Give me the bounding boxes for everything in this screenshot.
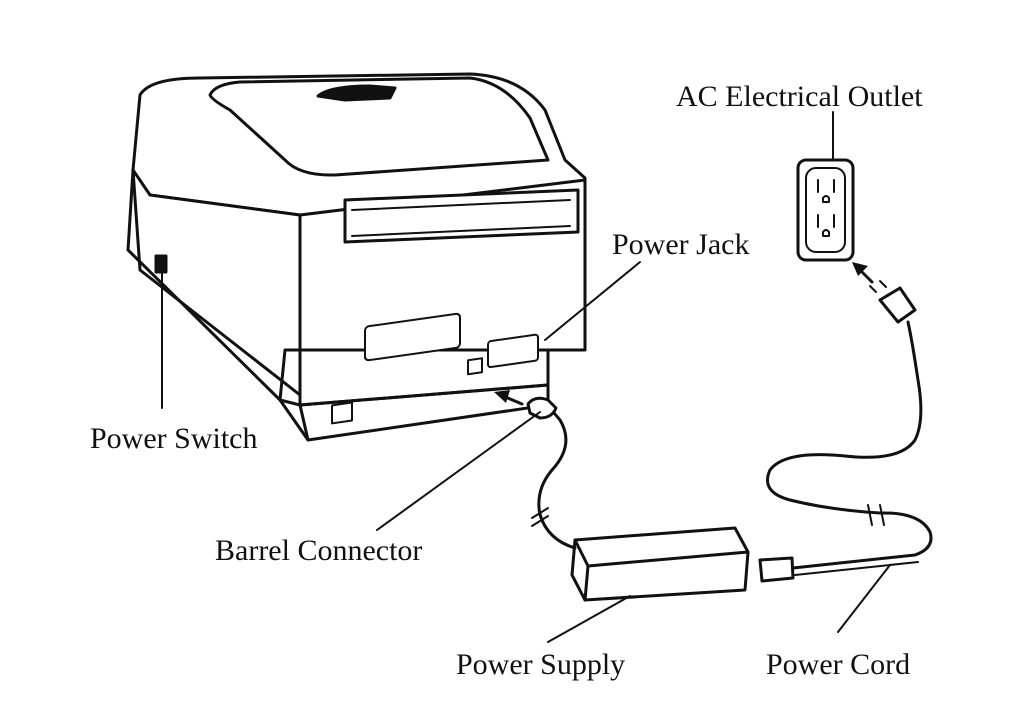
label-power-supply: Power Supply [456,648,625,681]
printer [126,72,587,442]
ac-outlet [796,158,855,262]
label-power-jack: Power Jack [612,228,749,261]
barrel-connector-plug [526,396,558,420]
label-power-switch: Power Switch [90,422,258,455]
power-jack-port [467,357,483,376]
ac-wall-plug [878,286,917,324]
label-barrel-connector: Barrel Connector [215,534,422,567]
ac-cord-plug-brick [758,556,795,583]
printer-lid-handle [316,84,397,102]
printer-base [278,348,550,407]
arrow-to-outlet [852,262,868,276]
label-ac-electrical-outlet: AC Electrical Outlet [676,80,923,113]
leader-power-cord [837,564,891,633]
arrow-to-power-jack [494,390,510,403]
leader-barrel-connector [376,411,541,531]
serial-port [487,333,539,369]
usb-port [331,401,353,425]
power-switch-button [154,254,168,274]
leader-power-supply [547,595,631,643]
ac-power-cord [766,320,933,570]
dc-cable [537,401,577,550]
power-supply-brick [570,526,750,602]
label-power-cord: Power Cord [766,648,910,681]
parallel-port [364,312,461,362]
leader-power-jack [544,261,641,341]
